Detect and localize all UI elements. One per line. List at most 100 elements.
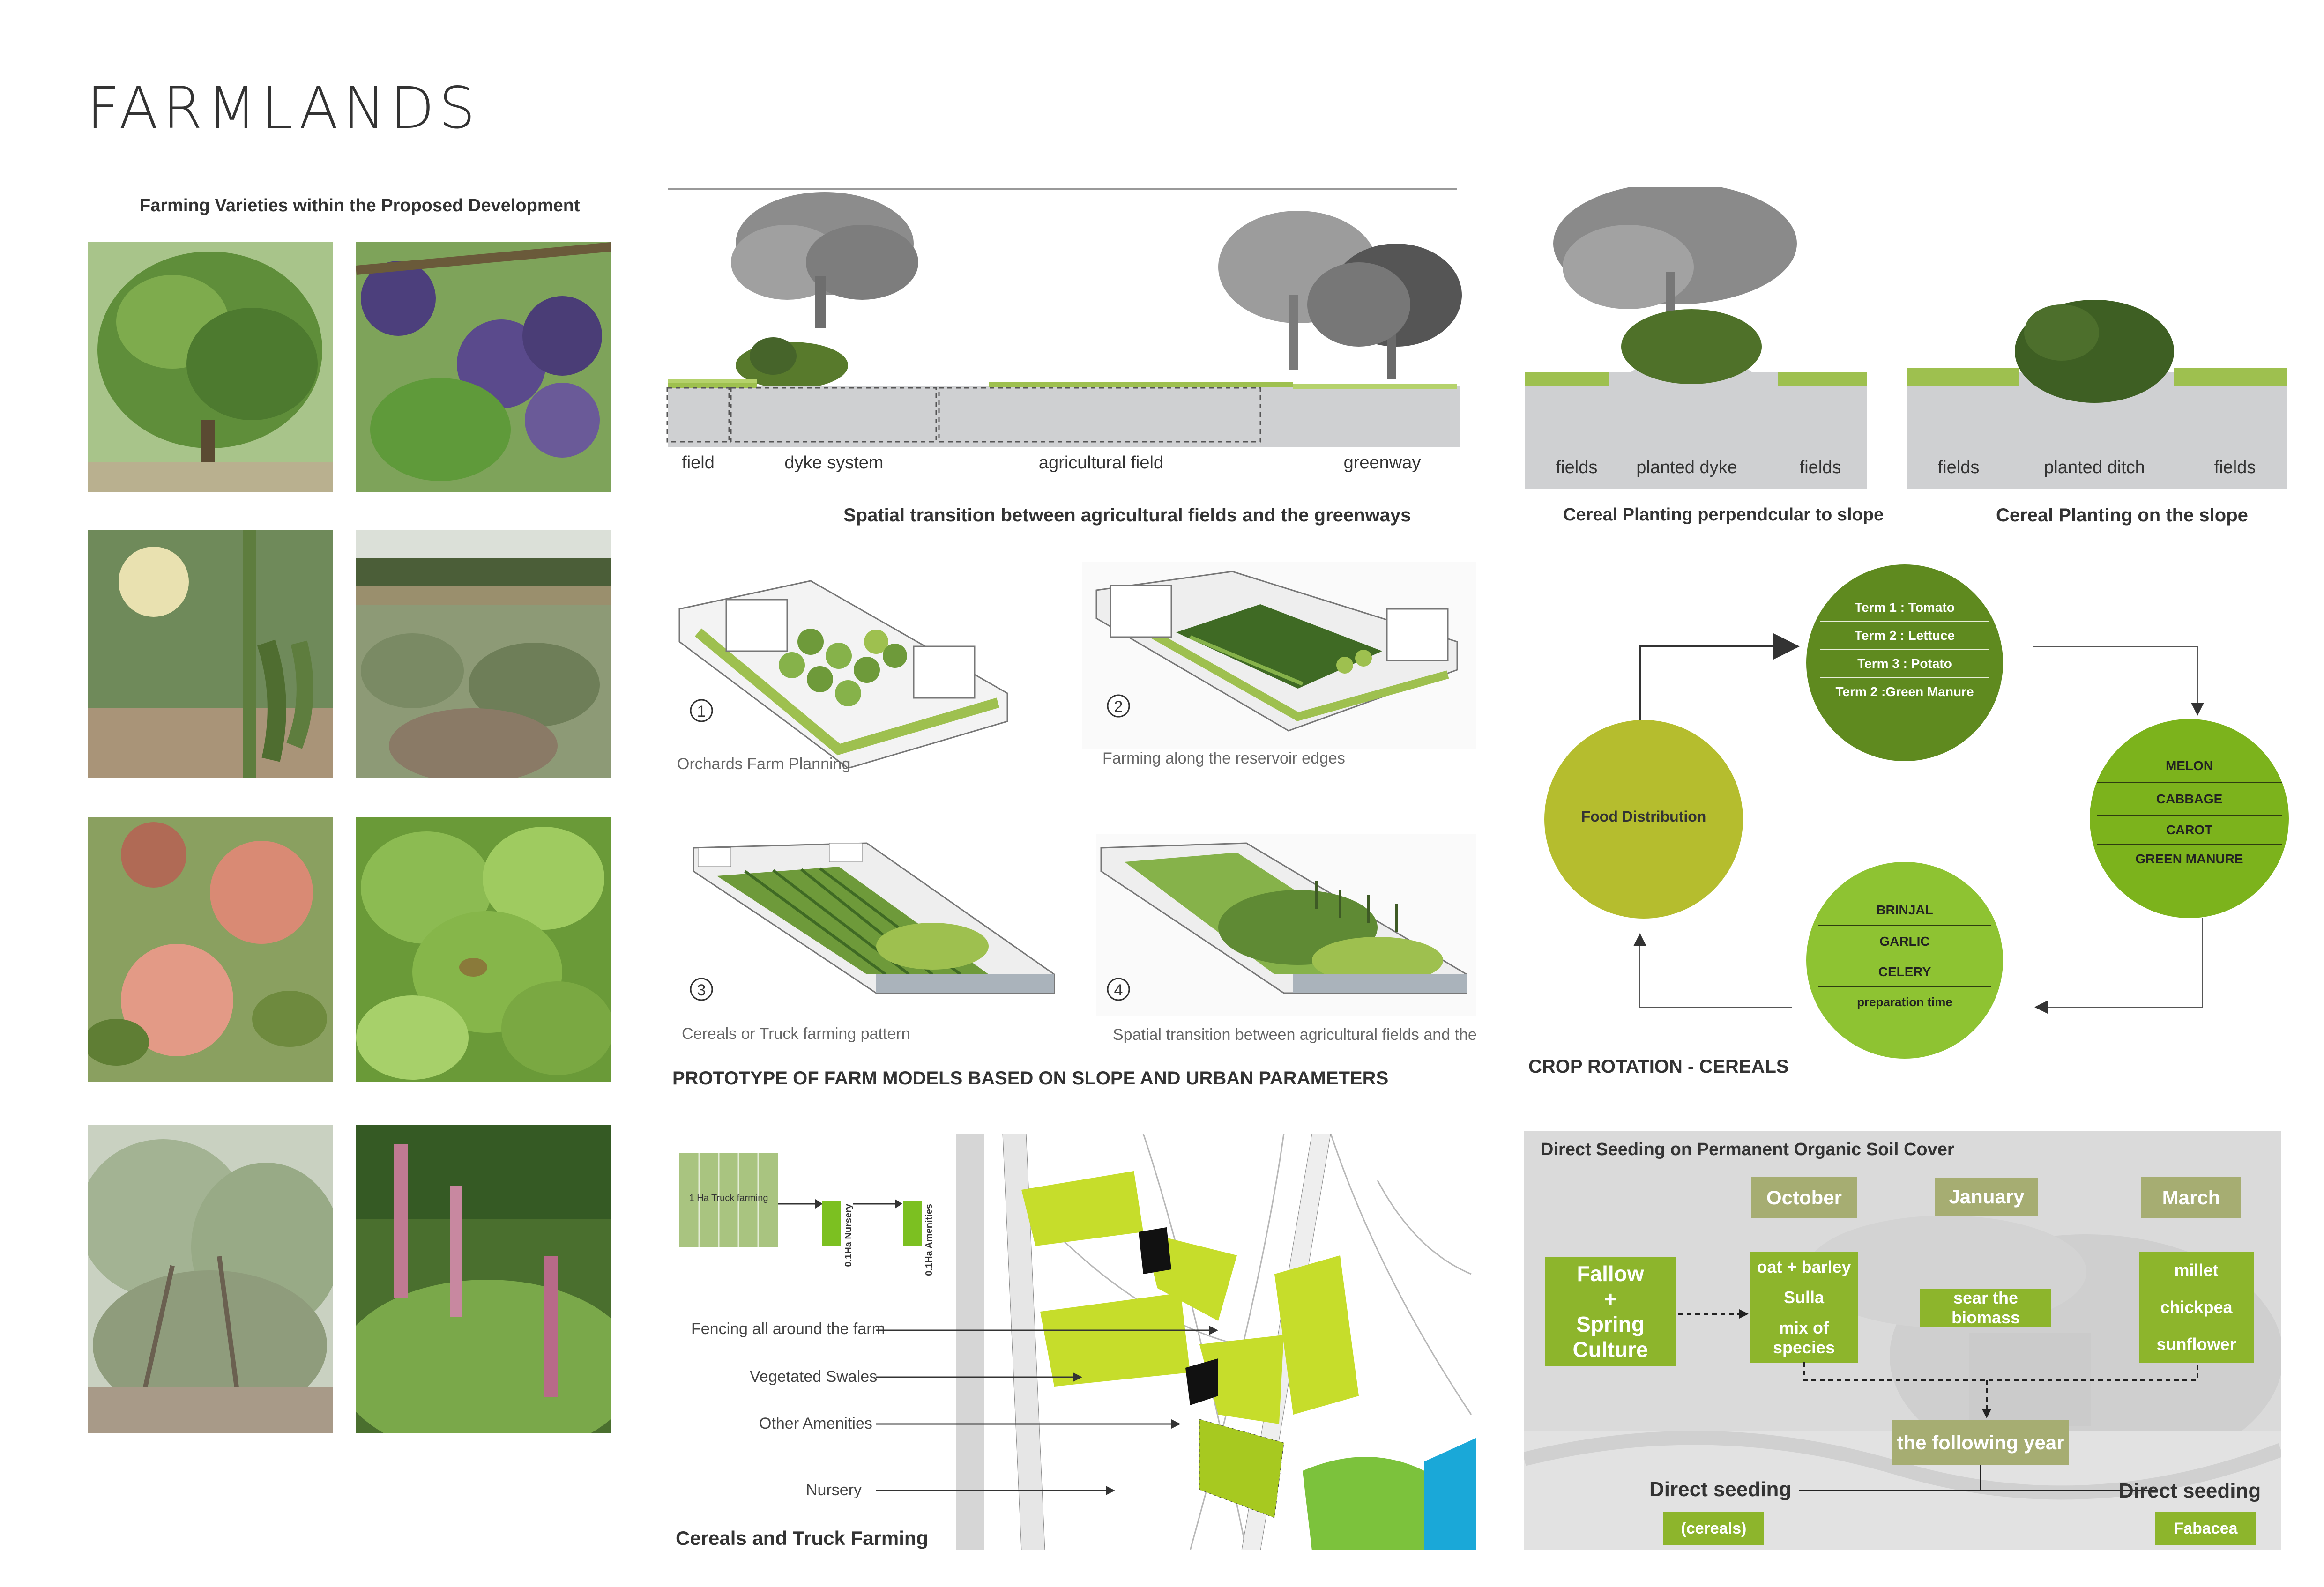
- section3-caption: Cereal Planting on the slope: [1996, 505, 2248, 526]
- rotation-top-item: Term 3 : Potato: [1820, 650, 1989, 678]
- following-year-connector: [1799, 1465, 2155, 1491]
- rotation-top-item: Term 1 : Tomato: [1820, 594, 1989, 622]
- svg-text:4: 4: [1114, 981, 1123, 999]
- callout-swales: Vegetated Swales: [750, 1368, 878, 1386]
- field-parcel: [1274, 1255, 1359, 1415]
- rotation-right-item: CABBAGE: [2097, 783, 2282, 816]
- callout-amenities: Other Amenities: [759, 1415, 872, 1432]
- field-parcel: [1040, 1293, 1190, 1387]
- prototype-2-label: Farming along the reservoir edges: [1102, 749, 1345, 767]
- rotation-top-item: Term 2 : Lettuce: [1820, 622, 1989, 650]
- rotation-circle-top: [1806, 564, 2003, 761]
- svg-text:2: 2: [1114, 698, 1123, 716]
- tree-right-illustration: [1218, 211, 1462, 379]
- rotation-right-item: CAROT: [2097, 816, 2282, 845]
- prototype-2-number: 2: [1107, 694, 1130, 718]
- direct-seeding-fabacea-box: Fabacea: [2155, 1512, 2256, 1545]
- amenities-label: 0.1Ha Amenities: [924, 1204, 934, 1276]
- spatial-transition-section: field dyke system agricultural field gre…: [666, 188, 1462, 473]
- rotation-right-list: MELON CABBAGE CAROT GREEN MANURE: [2097, 749, 2282, 873]
- prototype-1-number: 1: [690, 699, 713, 722]
- prototype-3-number: 3: [690, 978, 713, 1001]
- plums-photo: [356, 242, 611, 492]
- callout-nursery: Nursery: [806, 1481, 862, 1499]
- section3-label-fields-right: fields: [2214, 458, 2256, 477]
- prototype-4-illustration: [1096, 834, 1476, 1016]
- nursery-box: [822, 1201, 841, 1246]
- section3-label-planted-ditch: planted ditch: [2044, 458, 2145, 477]
- rotation-circle-right: [2090, 719, 2289, 918]
- varieties-title: Farming Varieties within the Proposed De…: [140, 196, 580, 215]
- svg-text:3: 3: [697, 981, 706, 999]
- section1-label-field: field: [682, 453, 715, 473]
- cabbage-field-photo: [356, 530, 611, 778]
- direct-seeding-cereals-box: (cereals): [1663, 1512, 1764, 1545]
- rotation-top-list: Term 1 : Tomato Term 2 : Lettuce Term 3 …: [1820, 594, 1989, 705]
- month-march: March: [2141, 1177, 2241, 1218]
- nursery-label: 0.1Ha Nursery: [843, 1204, 854, 1267]
- prototype-3-label: Cereals or Truck farming pattern: [682, 1025, 910, 1043]
- fallow-box: Fallow + Spring Culture: [1545, 1257, 1676, 1366]
- prototype-3-illustration: [693, 842, 1055, 994]
- prototype-2-illustration: [1082, 562, 1476, 749]
- section2-label-planted-dyke: planted dyke: [1636, 458, 1737, 477]
- callout-leader-lines: [876, 1326, 1218, 1495]
- month-january: January: [1935, 1178, 2038, 1216]
- direct-seeding-right-label: Direct seeding: [2119, 1479, 2261, 1502]
- rotation-circle-bottom: [1806, 862, 2003, 1059]
- direct-seeding-left-label: Direct seeding: [1649, 1478, 1792, 1501]
- svg-text:1: 1: [697, 703, 706, 720]
- section2-label-fields-right: fields: [1800, 458, 1841, 477]
- field-parcel: [1021, 1171, 1143, 1246]
- planted-dyke-section: fields planted dyke fields: [1525, 187, 1867, 489]
- march-box: millet chickpea sunflower: [2139, 1252, 2254, 1363]
- food-distribution-label: Food Distribution: [1581, 808, 1706, 825]
- truck-farming-plan: [956, 1134, 1476, 1550]
- prototype-heading: PROTOTYPE OF FARM MODELS BASED ON SLOPE …: [672, 1068, 1389, 1089]
- peaches-photo: [88, 817, 333, 1082]
- rotation-bottom-item: preparation time: [1857, 995, 1952, 1009]
- truck-farming-arrows: [778, 1199, 902, 1209]
- mint-photo: [356, 817, 611, 1082]
- prototype-4-number: 4: [1107, 978, 1130, 1001]
- prototype-1-label: Orchards Farm Planning: [677, 755, 851, 773]
- orchard-tree-photo: [88, 242, 333, 492]
- january-box: sear the biomass: [1920, 1288, 2051, 1327]
- prototype-4-label: Spatial transition between agricultural …: [1113, 1026, 1477, 1044]
- fallow-arrow: [1678, 1309, 1749, 1319]
- section2-label-fields-left: fields: [1556, 458, 1598, 477]
- amenities-box: [903, 1201, 922, 1246]
- crop-rotation-arrows: [1633, 633, 2204, 1014]
- callout-fencing: Fencing all around the farm: [691, 1320, 885, 1338]
- rotation-bottom-item: GARLIC: [1818, 926, 1991, 957]
- rotation-bottom-item: BRINJAL: [1818, 895, 1991, 926]
- foxglove-photo: [356, 1125, 611, 1433]
- field-parcel: [1199, 1335, 1284, 1424]
- rotation-top-item: Term 2 :Green Manure: [1835, 684, 1974, 699]
- planted-ditch-section: fields planted ditch fields: [1907, 300, 2287, 489]
- direct-seeding-title: Direct Seeding on Permanent Organic Soil…: [1541, 1140, 1954, 1159]
- following-year-box: the following year: [1892, 1420, 2069, 1465]
- rotation-right-item: GREEN MANURE: [2135, 852, 2243, 866]
- rotation-right-item: MELON: [2097, 749, 2282, 783]
- section1-caption: Spatial transition between agricultural …: [843, 505, 1411, 526]
- section1-label-greenway: greenway: [1344, 453, 1421, 473]
- rotation-bottom-item: CELERY: [1818, 957, 1991, 987]
- month-october: October: [1751, 1177, 1857, 1218]
- crop-rotation-heading: CROP ROTATION - CEREALS: [1528, 1056, 1789, 1077]
- section1-label-agricultural-field: agricultural field: [1039, 453, 1163, 473]
- truck-farming-box: 1 Ha Truck farming: [679, 1153, 778, 1247]
- rotation-bottom-list: BRINJAL GARLIC CELERY preparation time: [1818, 895, 1991, 1016]
- food-distribution-circle: [1544, 720, 1743, 919]
- section2-caption: Cereal Planting perpendcular to slope: [1563, 505, 1884, 525]
- fruit-tree-photo: [88, 1125, 333, 1433]
- october-box: oat + barley Sulla mix of species: [1750, 1252, 1858, 1363]
- tree-left-illustration: [731, 192, 918, 328]
- section3-label-fields-left: fields: [1938, 458, 1980, 477]
- seeding-dashed-connectors: [1803, 1362, 2198, 1418]
- section1-label-dyke: dyke system: [784, 453, 883, 473]
- truck-farming-heading: Cereals and Truck Farming: [676, 1527, 929, 1549]
- page-title: FARMLANDS: [87, 75, 480, 141]
- prototype-1-illustration: [678, 580, 1008, 768]
- okra-photo: [88, 530, 333, 778]
